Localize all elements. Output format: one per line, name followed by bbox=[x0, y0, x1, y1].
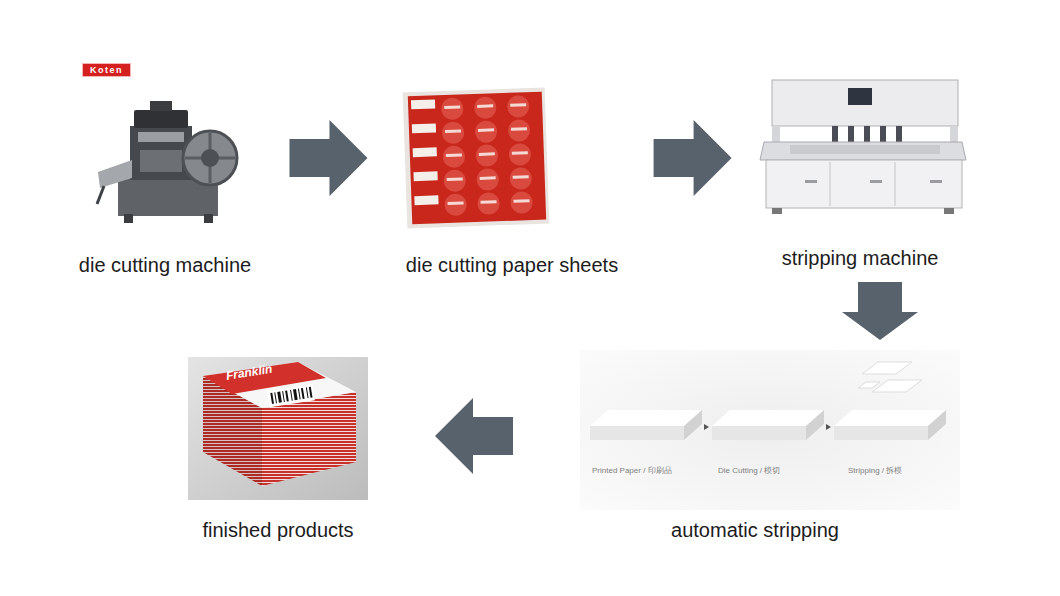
automatic-stripping-illustration-part bbox=[834, 426, 928, 440]
process-step: die cutting paper sheets bbox=[402, 90, 622, 279]
finished-stack-illustration-part-part bbox=[306, 387, 309, 398]
automatic-stripping-illustration-part bbox=[806, 410, 824, 440]
finished-stack-illustration bbox=[188, 357, 368, 500]
stripping-machine-illustration-part bbox=[832, 126, 838, 144]
product-print: Franklin bbox=[225, 362, 273, 383]
process-step: automatic stripping bbox=[580, 350, 960, 544]
die-cut-sheet-illustration-part bbox=[408, 92, 546, 225]
flow-arrow bbox=[842, 282, 918, 340]
die-cutting-machine-illustration-part bbox=[150, 101, 172, 111]
stripping-machine-illustration-part bbox=[772, 80, 958, 126]
step-caption: stripping machine bbox=[782, 246, 939, 270]
flow-arrow bbox=[289, 120, 367, 196]
stripping-machine-illustration-part bbox=[950, 126, 958, 142]
step-caption: finished products bbox=[202, 518, 353, 542]
finished-stack-illustration-part-part bbox=[290, 390, 293, 401]
stripping-machine-illustration-part bbox=[790, 145, 940, 154]
flow-arrow bbox=[435, 398, 513, 474]
finished-stack-illustration-part-part bbox=[282, 391, 285, 402]
die-cutting-machine-illustration-part bbox=[98, 160, 132, 188]
automatic-stripping-illustration-part bbox=[862, 362, 912, 374]
automatic-stripping-illustration-part bbox=[712, 410, 824, 426]
stripping-machine-illustration-part bbox=[880, 126, 886, 144]
step-label: Die Cutting / 模切 bbox=[718, 466, 780, 476]
die-cutting-machine-illustration-part bbox=[134, 110, 188, 128]
die-cut-sheet-illustration-part bbox=[413, 167, 532, 193]
stripping-machine-illustration-part bbox=[864, 126, 870, 144]
stripping-machine-illustration-part bbox=[930, 180, 942, 183]
finished-stack-illustration-part-part bbox=[270, 393, 274, 404]
stripping-machine-illustration-part bbox=[766, 160, 962, 208]
stripping-machine-illustration bbox=[760, 80, 966, 214]
stripping-machine-illustration-part bbox=[896, 126, 902, 144]
die-cutting-machine-illustration-part bbox=[138, 132, 184, 142]
die-cutting-machine-illustration-part bbox=[201, 149, 219, 167]
die-cutting-machine-illustration-part bbox=[97, 186, 104, 204]
step-label: Stripping / 拆模 bbox=[848, 466, 902, 476]
stripping-machine-illustration-part bbox=[848, 88, 872, 105]
flow-arrow bbox=[654, 120, 732, 196]
stripping-machine-illustration-part bbox=[772, 208, 782, 214]
finished-stack-illustration-part bbox=[203, 362, 356, 408]
step-caption: die cutting machine bbox=[79, 253, 251, 277]
finished-stack-illustration-part-part bbox=[274, 392, 277, 403]
finished-stack-illustration-part-part bbox=[301, 388, 305, 399]
stripping-machine-illustration-part bbox=[848, 126, 854, 144]
automatic-stripping-illustration-part bbox=[834, 410, 946, 426]
automatic-stripping-illustration-part bbox=[684, 410, 702, 440]
step-label: Printed Paper / 印刷品 bbox=[592, 466, 672, 476]
stripping-machine-illustration-part bbox=[895, 162, 896, 206]
die-cutting-machine-illustration-part bbox=[183, 131, 237, 185]
finished-stack-illustration-part-part bbox=[277, 391, 282, 402]
automatic-stripping-illustration-part bbox=[712, 426, 806, 440]
stripping-machine-illustration-part bbox=[772, 126, 780, 142]
automatic-stripping-illustration bbox=[580, 350, 960, 510]
process-step: stripping machine bbox=[763, 78, 967, 272]
automatic-stripping-illustration-part bbox=[928, 410, 946, 440]
die-cut-sheet-illustration-part bbox=[414, 191, 533, 217]
finished-stack-illustration-part-part bbox=[309, 387, 313, 398]
step-caption: die cutting paper sheets bbox=[406, 253, 618, 277]
finished-stack-illustration-part bbox=[188, 357, 368, 500]
process-step: finished products bbox=[188, 357, 368, 544]
process-step: die cutting machine bbox=[75, 100, 255, 279]
stripping-machine-illustration-part bbox=[805, 180, 817, 183]
stripping-machine-illustration-part bbox=[870, 180, 882, 183]
automatic-stripping-illustration-part bbox=[590, 410, 702, 426]
die-cutting-machine-illustration bbox=[97, 101, 237, 223]
die-cut-sheet-illustration-part bbox=[412, 119, 531, 145]
die-cutting-machine-illustration-part bbox=[140, 150, 182, 172]
die-cut-sheet-illustration-part bbox=[411, 95, 530, 121]
step-caption: automatic stripping bbox=[671, 518, 839, 542]
die-cut-sheet-illustration-part bbox=[403, 88, 550, 229]
stripping-machine-illustration-part bbox=[760, 142, 966, 160]
automatic-stripping-illustration-part bbox=[590, 426, 684, 440]
brand-logo: Koten bbox=[82, 63, 131, 77]
finished-stack-illustration-part bbox=[267, 384, 315, 407]
automatic-stripping-illustration-part bbox=[704, 424, 709, 430]
stripping-machine-illustration-part bbox=[830, 162, 831, 206]
stripping-machine-illustration-part bbox=[944, 208, 954, 214]
finished-stack-illustration-part-part bbox=[267, 384, 315, 407]
finished-stack-illustration-part-part bbox=[293, 389, 298, 400]
die-cut-sheet-illustration-part bbox=[413, 143, 532, 169]
finished-stack-illustration-part-part bbox=[285, 390, 289, 401]
die-cut-sheet-illustration bbox=[403, 88, 550, 229]
automatic-stripping-illustration-part bbox=[858, 382, 880, 388]
die-cutting-machine-illustration-part bbox=[204, 214, 213, 223]
automatic-stripping-illustration-part bbox=[580, 350, 960, 510]
finished-stack-illustration-part-part bbox=[298, 389, 301, 400]
automatic-stripping-illustration-part bbox=[826, 424, 831, 430]
die-cutting-machine-illustration-part bbox=[124, 214, 133, 223]
